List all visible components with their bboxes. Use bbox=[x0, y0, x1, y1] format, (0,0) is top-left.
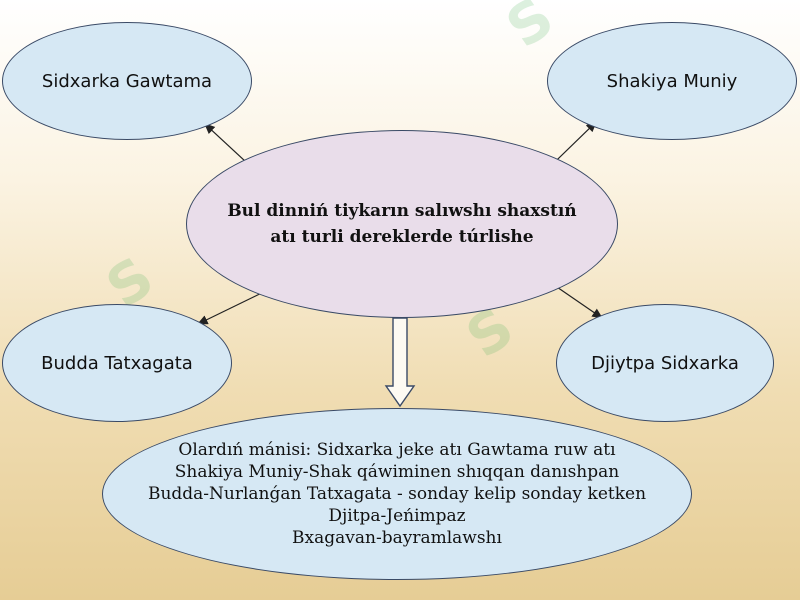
node-top-right-label: Shakiya Muniy bbox=[606, 70, 738, 92]
node-top-right: Shakiya Muniy bbox=[547, 22, 797, 140]
node-top-left-label: Sidxarka Gawtama bbox=[41, 70, 213, 92]
center-text: Bul dinniń tiykarın salıwshı shaxstıń at… bbox=[227, 198, 576, 250]
node-bottom-right-label: Djiytpa Sidxarka bbox=[591, 352, 739, 374]
bottom-line: Bxagavan-bayramlawshı bbox=[292, 528, 502, 548]
bottom-line: Djitpa-Jeńimpaz bbox=[328, 506, 466, 526]
node-center: Bul dinniń tiykarın salıwshı shaxstıń at… bbox=[186, 130, 618, 318]
center-line: atı turli dereklerde túrlishe bbox=[270, 227, 534, 247]
node-top-left: Sidxarka Gawtama bbox=[2, 22, 252, 140]
bottom-line: Shakiya Muniy-Shak qáwiminen shıqqan dan… bbox=[174, 462, 620, 482]
node-bottom-left-label: Budda Tatxagata bbox=[41, 352, 193, 374]
center-line: Bul dinniń tiykarın salıwshı shaxstıń bbox=[227, 201, 577, 221]
node-bottom-right: Djiytpa Sidxarka bbox=[556, 304, 774, 422]
arrow-to-bottom-node bbox=[384, 317, 416, 408]
node-bottom-meaning: Olardıń mánisi: Sidxarka jeke atı Gawtam… bbox=[102, 408, 692, 580]
bottom-line: Olardıń mánisi: Sidxarka jeke atı Gawtam… bbox=[178, 440, 616, 460]
bottom-line: Budda-Nurlanǵan Tatxagata - sonday kelip… bbox=[147, 484, 647, 504]
bottom-text: Olardıń mánisi: Sidxarka jeke atı Gawtam… bbox=[148, 439, 646, 549]
node-bottom-left: Budda Tatxagata bbox=[2, 304, 232, 422]
